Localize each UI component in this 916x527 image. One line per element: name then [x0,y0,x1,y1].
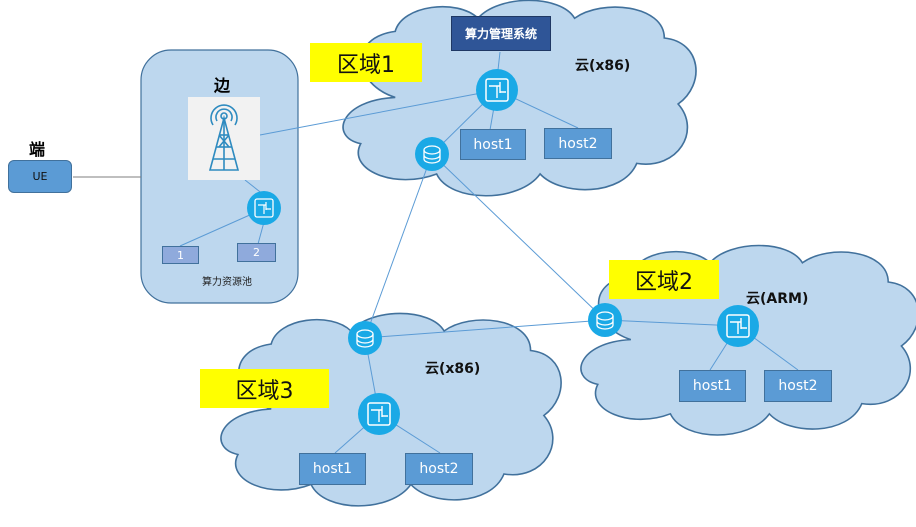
region-2-host-1[interactable]: host1 [679,370,746,402]
region-1-host-1[interactable]: host1 [460,129,526,160]
link-tower-r1-switch [259,89,498,136]
link-mgmt-switch [497,51,501,71]
sdn-switch-icon-edge [246,190,282,226]
region-tag-2: 区域2 [609,260,719,299]
cloud-label-region-2: 云(ARM) [746,291,809,307]
cloud-label-region-1: 云(x86) [575,58,631,74]
link-r2-router-switch [604,319,739,327]
link-edge-switch-node1 [179,213,253,247]
router-icon-region-1 [414,136,450,172]
region-tag-3: 区域3 [200,369,329,408]
region-2-host-2[interactable]: host2 [764,370,832,402]
link-r1-r2 [431,153,606,321]
router-icon-region-2 [587,302,623,338]
terminal-title: 端 [29,140,46,159]
cloud-label-region-3: 云(x86) [425,361,481,377]
region-3-host-2[interactable]: host2 [405,453,473,485]
link-r3-r2 [364,319,606,339]
region-1-host-2[interactable]: host2 [544,128,612,159]
link-edge-switch-node2 [257,221,265,245]
cell-tower-icon [188,97,260,180]
sdn-switch-icon-region-3 [357,392,401,436]
edge-node-2[interactable]: 2 [237,243,276,262]
router-icon-region-3 [347,320,383,356]
sdn-switch-icon-region-2 [716,304,760,348]
sdn-switch-icon-region-1 [475,68,519,112]
edge-title: 边 [214,76,231,95]
region-3-host-1[interactable]: host1 [299,453,366,485]
compute-pool-label: 算力资源池 [202,277,252,288]
ue-device[interactable]: UE [8,160,72,193]
management-system-box[interactable]: 算力管理系统 [451,16,551,51]
region-tag-1: 区域1 [310,43,422,82]
edge-node-1[interactable]: 1 [162,246,199,264]
link-r1-r3 [364,153,433,339]
